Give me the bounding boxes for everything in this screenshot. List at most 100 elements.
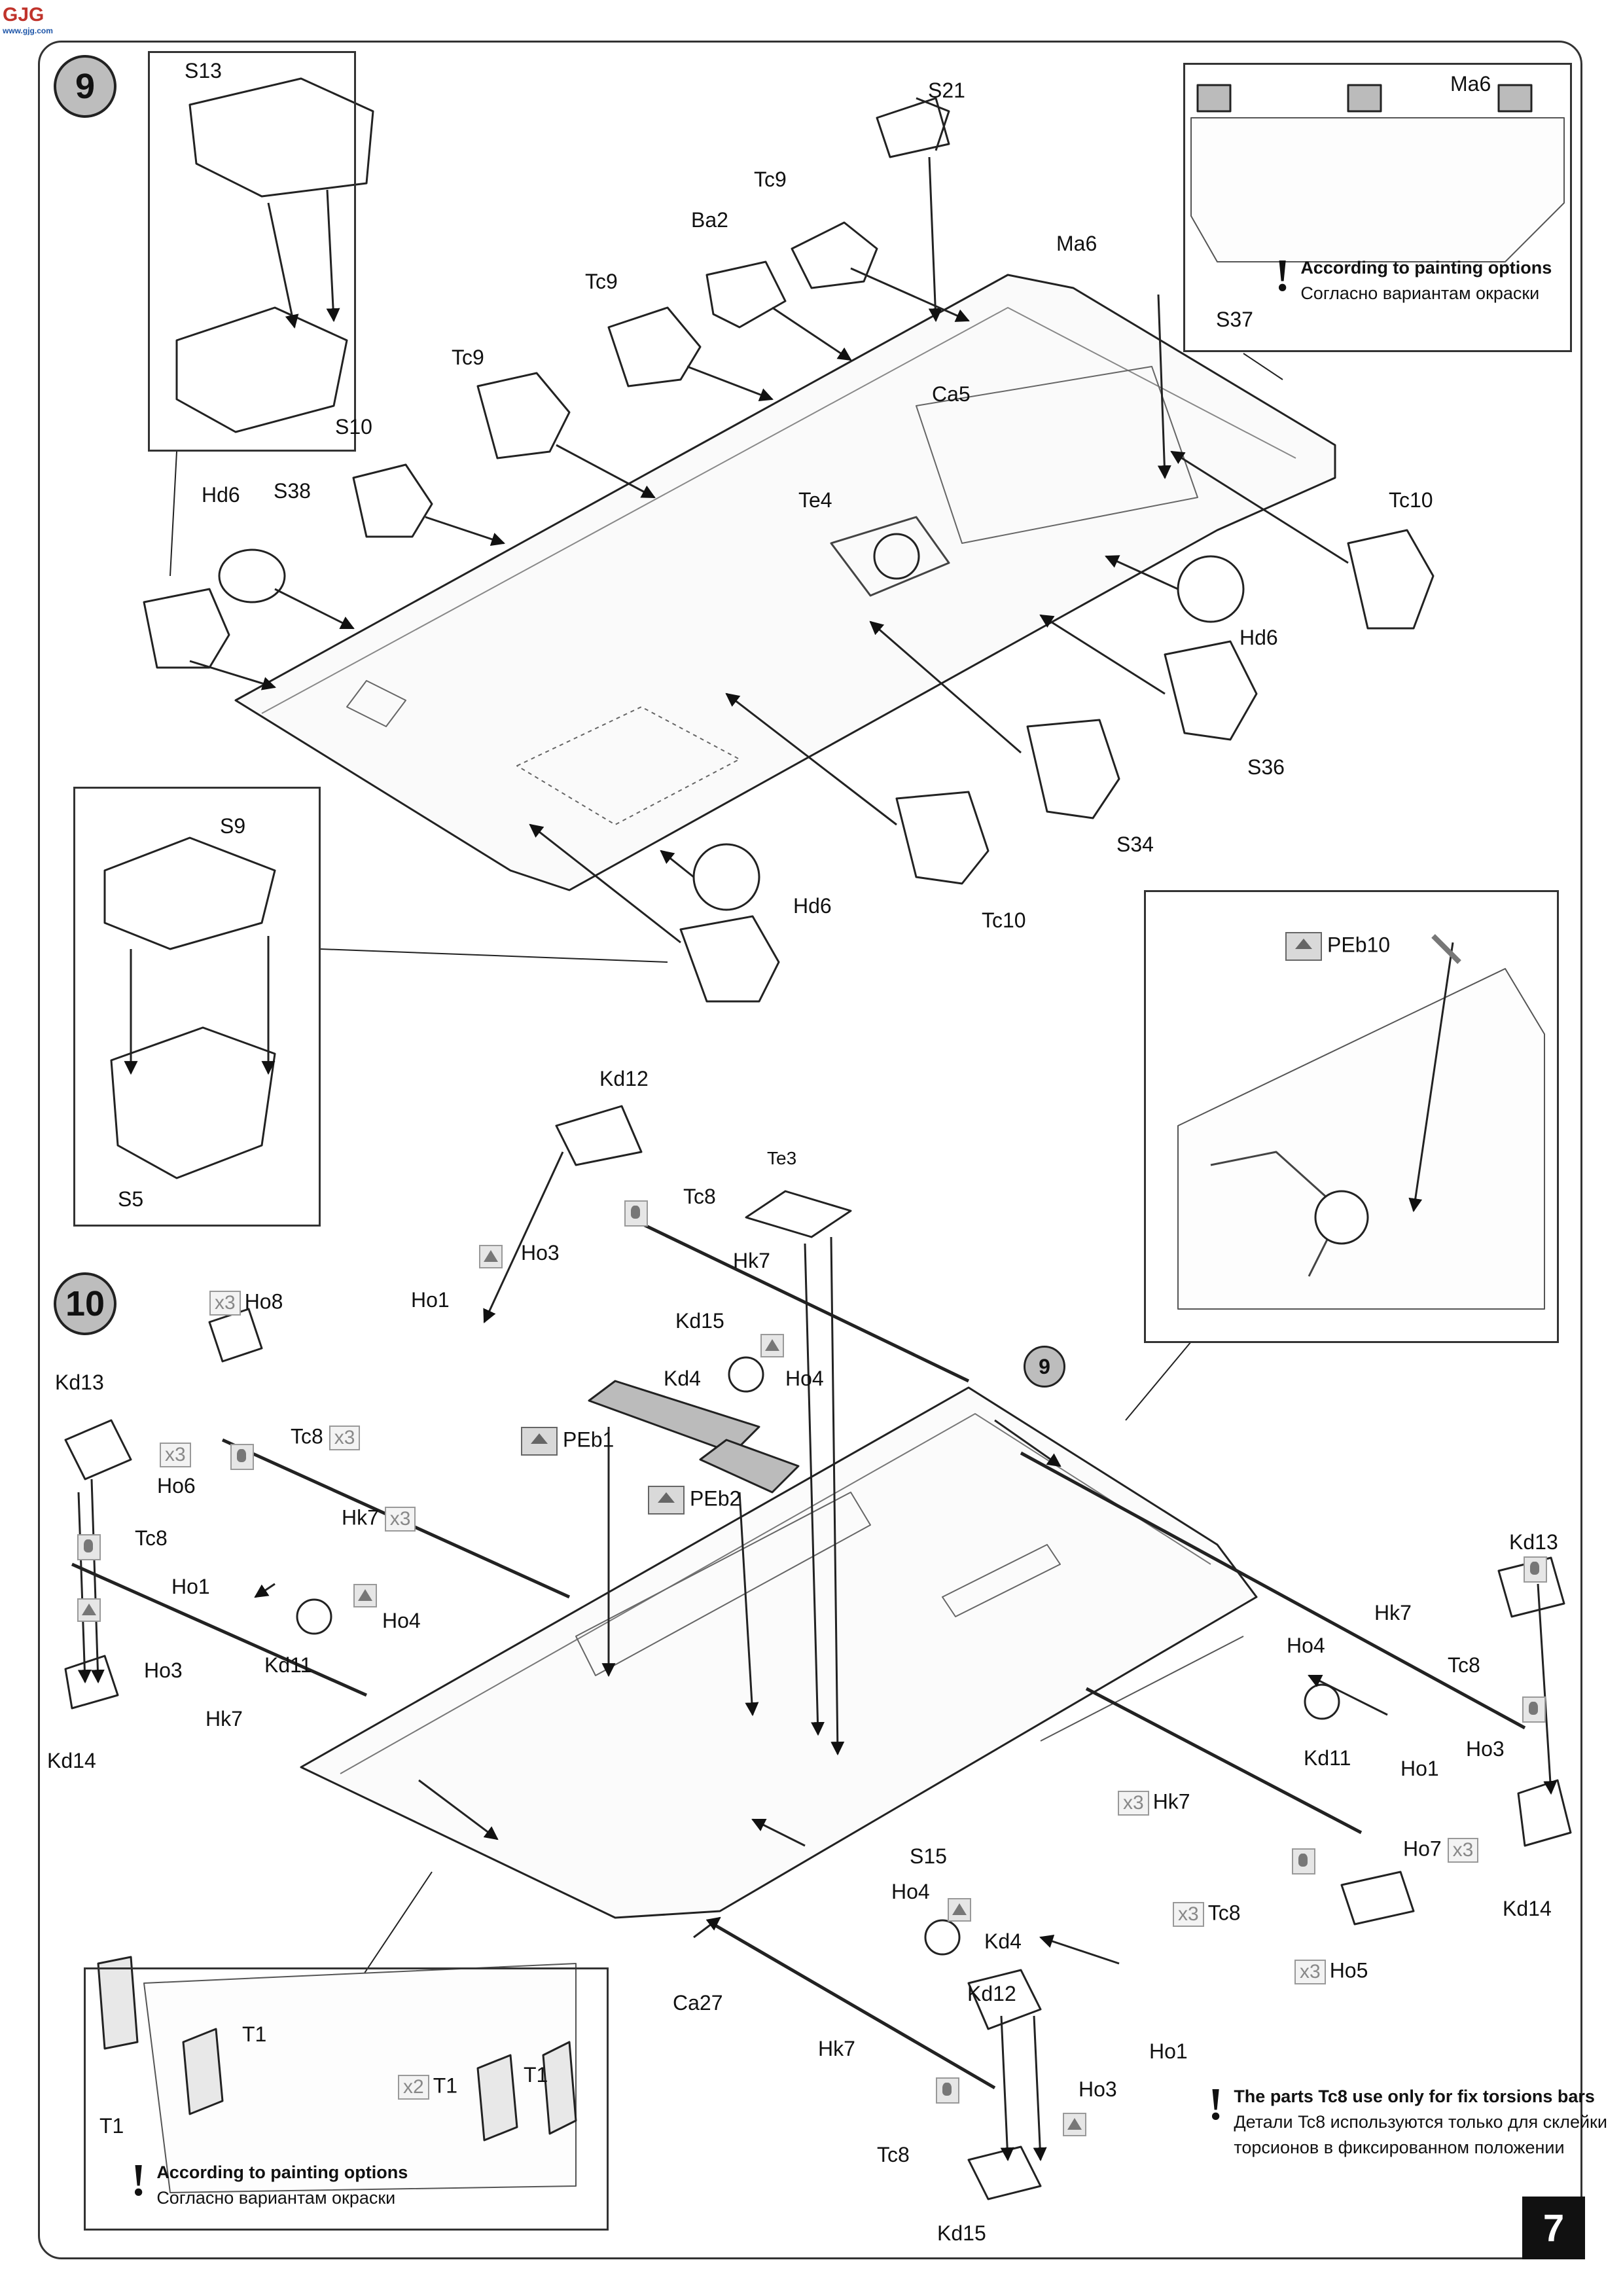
label-tc8-d: Tc8 (1448, 1653, 1480, 1677)
label-t1-a: T1 (242, 2022, 267, 2046)
label-ho4-a: Ho4 (785, 1367, 824, 1390)
hull-bottom-plate (234, 274, 1336, 891)
quantity-multiplier: x3 (1118, 1791, 1149, 1816)
label-tc9-c: Tc9 (452, 346, 484, 369)
label-tc9-b: Tc9 (585, 270, 618, 293)
glue-icon (1522, 1696, 1546, 1723)
label-kd14-b: Kd14 (1503, 1897, 1552, 1920)
tc8-note: ! The parts Tc8 use only for fix torsion… (1208, 2079, 1607, 2158)
label-ho3-a: Ho3 (521, 1241, 560, 1265)
label-ho1-a: Ho1 (411, 1288, 450, 1312)
label-ma6: Ma6 (1056, 232, 1097, 255)
glue-icon (77, 1534, 101, 1560)
label-t1-d: T1 (99, 2114, 124, 2138)
inset-s13-s10 (148, 51, 356, 452)
label-hk7-c: Hk7 (205, 1707, 243, 1731)
warning-icon (77, 1598, 101, 1622)
page-number: 7 (1522, 2197, 1585, 2259)
label-s21: S21 (928, 79, 965, 102)
label-ho4-c: Ho4 (1287, 1634, 1325, 1657)
label-peb2: PEb2 (648, 1486, 741, 1515)
inset-t1-detail (84, 1967, 609, 2231)
glue-icon (230, 1444, 254, 1470)
label-tc8-f: Tc8 (877, 2143, 910, 2166)
label-peb1: PEb1 (521, 1427, 614, 1456)
label-ho4-b: Ho4 (382, 1609, 421, 1632)
chassis-frame (300, 1386, 1258, 1919)
exclamation-icon: ! (131, 2155, 147, 2206)
label-ho1-d: Ho1 (1149, 2039, 1188, 2063)
exclamation-icon: ! (1275, 251, 1291, 301)
label-peb10: PEb10 (1285, 932, 1390, 961)
glue-icon (1292, 1848, 1315, 1874)
warning-icon (353, 1584, 377, 1607)
label-hd6-c: Hd6 (793, 894, 832, 918)
label-ho6: Ho6 (157, 1474, 196, 1498)
label-s9: S9 (220, 814, 246, 838)
label-te4: Te4 (798, 488, 832, 512)
painting-note-bottom: ! According to painting options Согласно… (131, 2155, 408, 2208)
label-kd11-b: Kd11 (1304, 1746, 1351, 1770)
label-ho1-b: Ho1 (171, 1575, 210, 1598)
label-ho1-c: Ho1 (1400, 1757, 1439, 1780)
label-ca27: Ca27 (673, 1991, 723, 2015)
label-tc10-b: Tc10 (982, 908, 1026, 932)
label-ho7: Ho7 x3 (1403, 1838, 1482, 1863)
label-s36: S36 (1247, 755, 1285, 779)
label-hk7-d: Hk7 (1374, 1601, 1412, 1624)
warning-icon (1063, 2113, 1086, 2136)
label-kd12-b: Kd12 (967, 1982, 1016, 2005)
painting-note-top: ! According to painting options Согласно… (1275, 251, 1552, 304)
label-ho4-d: Ho4 (891, 1880, 930, 1903)
label-kd12-a: Kd12 (599, 1067, 649, 1090)
label-hk7-a: Hk7 (733, 1249, 770, 1272)
step-10-badge: 10 (54, 1272, 116, 1335)
label-ho3-b: Ho3 (144, 1659, 183, 1682)
quantity-multiplier: x3 (1173, 1902, 1204, 1927)
pe-part-icon (521, 1427, 558, 1456)
label-s10: S10 (335, 415, 372, 439)
quantity-multiplier: x3 (1294, 1960, 1326, 1984)
quantity-multiplier: x2 (398, 2075, 429, 2100)
label-kd13-a: Kd13 (55, 1371, 104, 1394)
label-tc10-a: Tc10 (1389, 488, 1433, 512)
callout-label-ma6: Ma6 (1450, 72, 1491, 96)
label-s38: S38 (274, 479, 311, 503)
glue-icon (624, 1200, 648, 1227)
quantity-multiplier: x3 (1447, 1838, 1479, 1863)
step-9-badge: 9 (54, 55, 116, 118)
pe-part-icon (648, 1486, 685, 1515)
label-s37: S37 (1216, 308, 1253, 331)
warning-icon (948, 1898, 971, 1922)
quantity-multiplier: x3 (160, 1443, 191, 1467)
warning-icon (479, 1245, 503, 1268)
label-tc9-a: Tc9 (754, 168, 787, 191)
publisher-logo: GJG www.gjg.com (3, 4, 53, 35)
step-9-reference-badge: 9 (1024, 1346, 1065, 1388)
label-tc8-b: Tc8 x3 (291, 1426, 364, 1450)
label-hk7-f: Hk7 (818, 2037, 855, 2060)
page-frame (38, 41, 1582, 2259)
glue-icon (936, 2077, 959, 2104)
callout-ma6 (1183, 63, 1572, 352)
quantity-multiplier: x3 (329, 1426, 361, 1450)
inset-s9-s5 (73, 787, 321, 1227)
quantity-multiplier: x3 (209, 1291, 241, 1316)
label-tc8-a: Tc8 (683, 1185, 716, 1208)
label-kd11-a: Kd11 (264, 1653, 312, 1677)
label-s15: S15 (910, 1844, 947, 1868)
label-t1-c: T1 (524, 2063, 548, 2087)
label-te3: Te3 (767, 1148, 797, 1168)
label-kd4-b: Kd4 (984, 1929, 1022, 1953)
label-kd15-a: Kd15 (675, 1309, 724, 1333)
label-kd13-b: Kd13 (1509, 1530, 1558, 1554)
label-ho3-c: Ho3 (1466, 1737, 1505, 1761)
label-ba2: Ba2 (691, 208, 728, 232)
label-s13: S13 (185, 59, 222, 82)
